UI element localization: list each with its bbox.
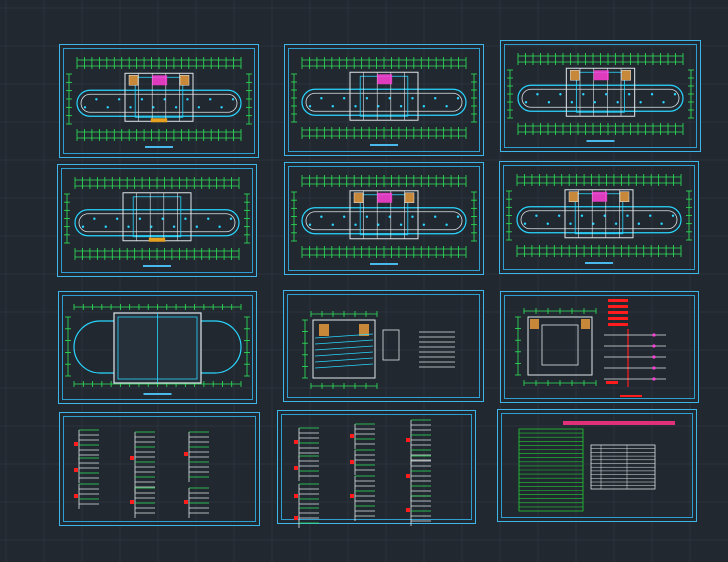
floor-plan-drawing bbox=[506, 174, 692, 264]
sheet-plan-4[interactable] bbox=[57, 164, 257, 277]
schedule-drawing bbox=[518, 421, 675, 512]
floor-plan-drawing bbox=[291, 175, 477, 265]
sheet-plan-2[interactable] bbox=[284, 44, 484, 156]
sheet-detail-plan[interactable] bbox=[283, 290, 484, 402]
floor-plan-drawing bbox=[64, 177, 250, 267]
floor-plan-drawing bbox=[66, 57, 252, 148]
sheet-plan-6[interactable] bbox=[499, 161, 699, 274]
sheet-plan-3[interactable] bbox=[500, 40, 701, 152]
sheet-plan-5[interactable] bbox=[284, 162, 484, 275]
sheet-system-diagram-2[interactable] bbox=[277, 410, 476, 524]
detail-plan-drawing bbox=[302, 311, 455, 389]
sheet-riser-plan[interactable] bbox=[500, 291, 699, 403]
system-diagram-drawing bbox=[74, 429, 209, 518]
system-diagram-drawing bbox=[294, 419, 431, 528]
riser-plan-drawing bbox=[515, 299, 666, 397]
sheet-roof-plan[interactable] bbox=[58, 291, 257, 404]
floor-plan-drawing bbox=[507, 53, 694, 142]
floor-plan-drawing bbox=[291, 57, 477, 146]
sheet-schedule-sheet[interactable] bbox=[497, 409, 697, 522]
sheet-plan-1[interactable] bbox=[59, 44, 259, 158]
sheet-system-diagram-1[interactable] bbox=[59, 412, 260, 526]
roof-plan-drawing bbox=[65, 304, 250, 395]
